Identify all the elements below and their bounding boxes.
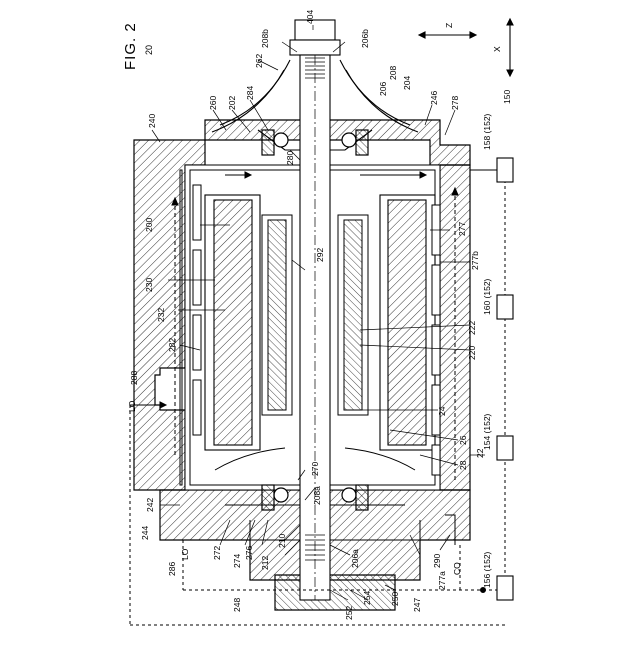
sensor-156 xyxy=(497,576,513,600)
label-co: CO xyxy=(452,562,462,575)
label-277: 277 xyxy=(457,222,467,236)
label-202: 202 xyxy=(227,96,237,110)
label-248: 248 xyxy=(232,598,242,612)
label-150: 150 xyxy=(502,90,512,104)
label-200: 200 xyxy=(144,218,154,232)
label-404: 404 xyxy=(305,10,315,24)
label-254: 254 xyxy=(362,591,372,605)
fig-number-text: 20 xyxy=(144,45,154,55)
bearing-upper-left xyxy=(274,133,288,147)
label-277a: 277a xyxy=(437,571,447,590)
label-204: 204 xyxy=(402,76,412,90)
label-24: 24 xyxy=(437,406,447,416)
label-284: 284 xyxy=(245,86,255,100)
label-26: 26 xyxy=(458,435,468,445)
label-244: 244 xyxy=(140,526,150,540)
label-208a: 208a xyxy=(312,486,322,505)
label-220: 220 xyxy=(467,346,477,360)
label-lo-upper: LO xyxy=(127,400,137,412)
bearing-upper-right xyxy=(342,133,356,147)
label-250: 250 xyxy=(390,592,400,606)
sensor-154 xyxy=(497,436,513,460)
label-277b: 277b xyxy=(470,251,480,270)
label-28: 28 xyxy=(458,460,468,470)
label-247: 247 xyxy=(412,598,422,612)
label-242: 242 xyxy=(145,498,155,512)
axis-z-label: Z xyxy=(444,23,454,28)
label-206a: 206a xyxy=(350,549,360,568)
label-206b: 206b xyxy=(360,29,370,48)
label-208: 208 xyxy=(388,66,398,80)
figure-title: FIG. 2 20 xyxy=(122,22,154,70)
label-lo-lower: LO xyxy=(180,548,190,560)
bearing-lower-right xyxy=(342,488,356,502)
label-22: 22 xyxy=(475,448,485,458)
label-274: 274 xyxy=(232,554,242,568)
label-262: 262 xyxy=(254,54,264,68)
sensor-160 xyxy=(497,295,513,319)
label-278: 278 xyxy=(450,96,460,110)
axis-x-label: X xyxy=(492,46,502,52)
fig-title-text: FIG. 2 xyxy=(122,22,139,70)
label-158: 158 (152) xyxy=(482,113,492,150)
label-160: 160 (152) xyxy=(482,278,492,315)
label-288: 288 xyxy=(129,371,139,385)
label-206: 206 xyxy=(378,82,388,96)
label-240: 240 xyxy=(147,114,157,128)
label-156: 156 (152) xyxy=(482,551,492,588)
label-222: 222 xyxy=(467,321,477,335)
label-270: 270 xyxy=(310,462,320,476)
label-230: 230 xyxy=(144,278,154,292)
label-210: 210 xyxy=(277,534,287,548)
label-260: 260 xyxy=(208,96,218,110)
bearing-lower-left xyxy=(274,488,288,502)
label-252: 252 xyxy=(344,606,354,620)
label-208b: 208b xyxy=(260,29,270,48)
label-290: 290 xyxy=(432,554,442,568)
label-286: 286 xyxy=(167,562,177,576)
label-282: 282 xyxy=(167,338,177,352)
label-232: 232 xyxy=(156,308,166,322)
sensor-158 xyxy=(497,158,513,182)
label-276: 276 xyxy=(244,546,254,560)
label-292: 292 xyxy=(315,248,325,262)
label-246: 246 xyxy=(429,91,439,105)
label-280: 280 xyxy=(285,151,295,165)
axis-labels: Z X xyxy=(444,23,502,52)
label-272: 272 xyxy=(212,546,222,560)
label-154: 154 (152) xyxy=(482,413,492,450)
label-212: 212 xyxy=(260,556,270,570)
